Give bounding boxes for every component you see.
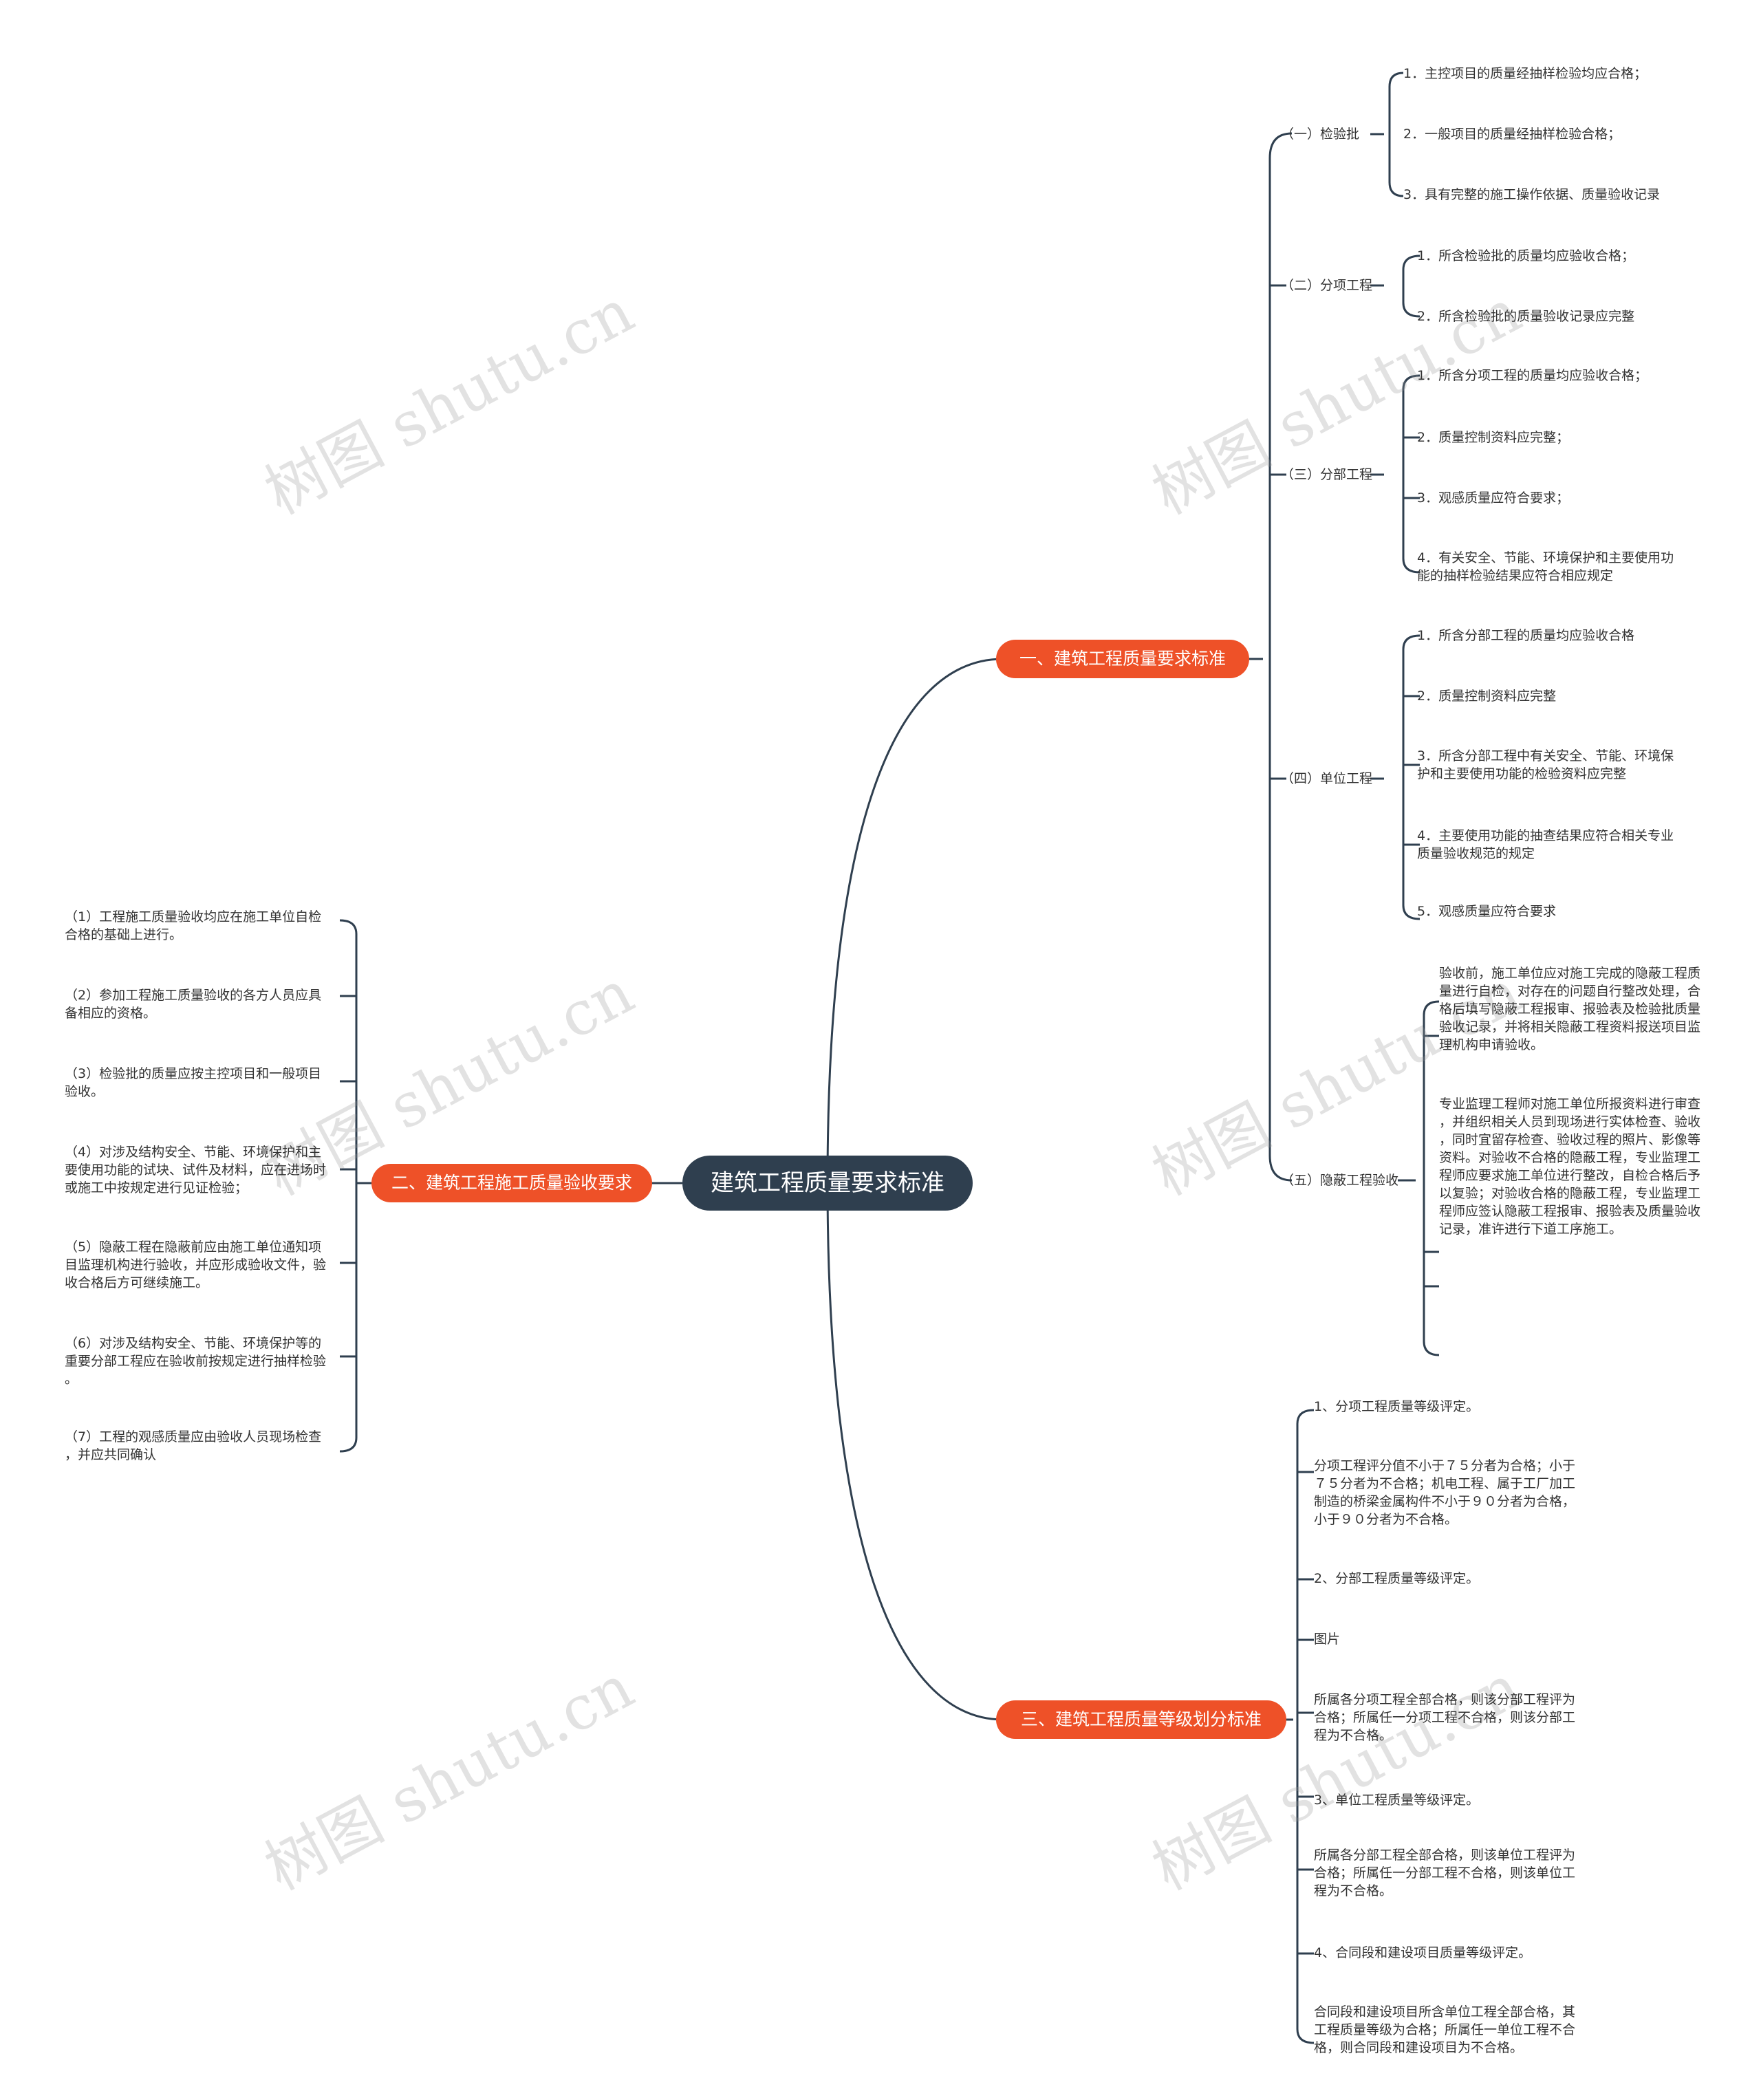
branch-2-node[interactable]: 二、建筑工程施工质量验收要求 bbox=[371, 1164, 652, 1202]
leaf-node[interactable]: 图片 bbox=[1314, 1632, 1341, 1647]
sub-node-inspection-lot[interactable]: （一）检验批 bbox=[1281, 127, 1360, 142]
leaf-node[interactable]: 分项工程评分值不小于７５分者为合格；小于 ７５分者为不合格；机电工程、属于工厂加… bbox=[1314, 1458, 1576, 1527]
leaf-node[interactable]: 1．所含分部工程的质量均应验收合格 bbox=[1417, 628, 1635, 643]
leaf-node[interactable]: （2）参加工程施工质量验收的各方人员应具 备相应的资格。 bbox=[65, 988, 322, 1021]
leaf-node[interactable]: 1．主控项目的质量经抽样检验均应合格； bbox=[1403, 66, 1647, 81]
leaf-node[interactable]: 1、分项工程质量等级评定。 bbox=[1314, 1399, 1480, 1414]
leaf-node[interactable]: 合同段和建设项目所含单位工程全部合格，其 工程质量等级为合格；所属任一单位工程不… bbox=[1314, 2004, 1576, 2055]
root-node[interactable]: 建筑工程质量要求标准 bbox=[682, 1156, 973, 1211]
sub-node-concealed-work[interactable]: （五）隐蔽工程验收 bbox=[1281, 1173, 1399, 1188]
sub-node-unit-project[interactable]: （四）单位工程 bbox=[1281, 771, 1373, 786]
branch-1-node[interactable]: 一、建筑工程质量要求标准 bbox=[996, 640, 1249, 678]
leaf-node[interactable]: 1．所含分项工程的质量均应验收合格； bbox=[1417, 368, 1648, 383]
leaf-node[interactable]: （1）工程施工质量验收均应在施工单位自检 合格的基础上进行。 bbox=[65, 909, 322, 942]
leaf-node[interactable]: （3）检验批的质量应按主控项目和一般项目 验收。 bbox=[65, 1066, 322, 1099]
leaf-node[interactable]: 1．所含检验批的质量均应验收合格； bbox=[1417, 248, 1635, 263]
leaf-node[interactable]: （7）工程的观感质量应由验收人员现场检查 ，并应共同确认 bbox=[65, 1429, 322, 1462]
leaf-node[interactable]: 专业监理工程师对施工单位所报资料进行审查 ，并组织相关人员到现场进行实体检查、验… bbox=[1439, 1096, 1701, 1237]
leaf-node[interactable]: 2．质量控制资料应完整 bbox=[1417, 689, 1557, 704]
leaf-node[interactable]: 2．质量控制资料应完整； bbox=[1417, 430, 1570, 445]
leaf-node[interactable]: 所属各分部工程全部合格，则该单位工程评为 合格；所属任一分部工程不合格，则该单位… bbox=[1314, 1848, 1576, 1898]
leaf-node[interactable]: 2、分部工程质量等级评定。 bbox=[1314, 1571, 1480, 1586]
leaf-node[interactable]: 4．有关安全、节能、环境保护和主要使用功 能的抽样检验结果应符合相应规定 bbox=[1417, 550, 1674, 583]
leaf-node[interactable]: 2．所含检验批的质量验收记录应完整 bbox=[1417, 309, 1635, 324]
leaf-node[interactable]: 4、合同段和建设项目质量等级评定。 bbox=[1314, 1945, 1532, 1960]
branch-3-node[interactable]: 三、建筑工程质量等级划分标准 bbox=[996, 1700, 1286, 1739]
leaf-node[interactable]: 所属各分项工程全部合格，则该分部工程评为 合格；所属任一分项工程不合格，则该分部… bbox=[1314, 1692, 1576, 1743]
leaf-node[interactable]: 2．一般项目的质量经抽样检验合格； bbox=[1403, 127, 1621, 142]
leaf-node[interactable]: 5．观感质量应符合要求 bbox=[1417, 904, 1557, 919]
leaf-node[interactable]: （6）对涉及结构安全、节能、环境保护等的 重要分部工程应在验收前按规定进行抽样检… bbox=[65, 1336, 327, 1387]
leaf-node[interactable]: 3．观感质量应符合要求； bbox=[1417, 490, 1570, 506]
leaf-node[interactable]: 验收前，施工单位应对施工完成的隐蔽工程质 量进行自检，对存在的问题自行整改处理，… bbox=[1439, 966, 1701, 1052]
leaf-node[interactable]: （4）对涉及结构安全、节能、环境保护和主 要使用功能的试块、试件及材料，应在进场… bbox=[65, 1145, 327, 1195]
leaf-node[interactable]: （5）隐蔽工程在隐蔽前应由施工单位通知项 目监理机构进行验收，并应形成验收文件，… bbox=[65, 1240, 327, 1290]
leaf-node[interactable]: 4．主要使用功能的抽查结果应符合相关专业 质量验收规范的规定 bbox=[1417, 828, 1674, 861]
sub-node-division-project[interactable]: （三）分部工程 bbox=[1281, 467, 1373, 482]
sub-node-subitem-project[interactable]: （二）分项工程 bbox=[1281, 278, 1373, 293]
leaf-node[interactable]: 3、单位工程质量等级评定。 bbox=[1314, 1793, 1480, 1808]
leaf-node[interactable]: 3．具有完整的施工操作依据、质量验收记录 bbox=[1403, 187, 1661, 202]
leaf-node[interactable]: 3．所含分部工程中有关安全、节能、环境保 护和主要使用功能的检验资料应完整 bbox=[1417, 748, 1674, 781]
